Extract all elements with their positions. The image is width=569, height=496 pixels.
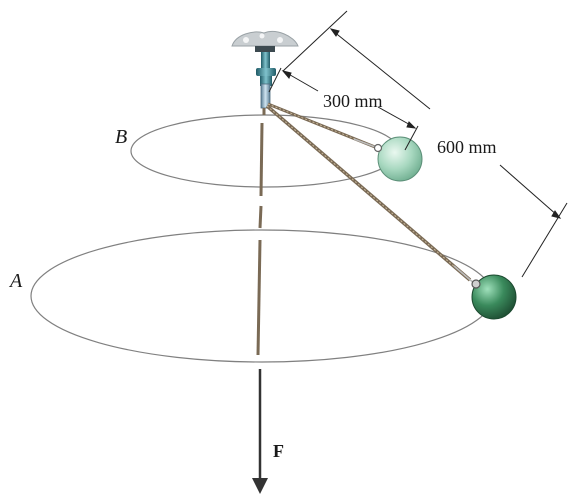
cord-a [265, 104, 476, 285]
label-600mm: 600 mm [437, 137, 497, 157]
label-force: F [273, 441, 284, 461]
ball-b [373, 136, 423, 182]
force-arrow [252, 369, 268, 494]
ceiling-mount [231, 31, 299, 52]
ball-a [471, 274, 517, 320]
dimension-600mm [282, 10, 568, 278]
vertical-cord [256, 108, 266, 356]
orbit-b [130, 114, 400, 188]
dimension-300mm [268, 67, 419, 151]
swivel-hub [256, 52, 276, 86]
label-300mm: 300 mm [323, 91, 383, 111]
cord-b [267, 102, 379, 149]
orbit-a [30, 229, 494, 363]
label-b: B [115, 126, 128, 148]
label-a: A [10, 270, 23, 292]
